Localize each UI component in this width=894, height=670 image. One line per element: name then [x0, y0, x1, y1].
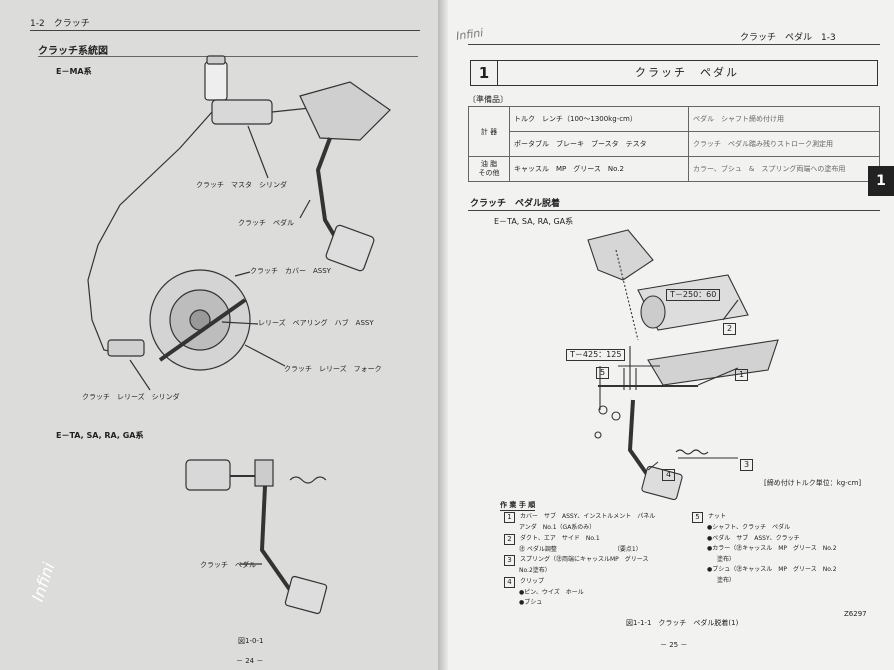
pedal-exploded-diagram	[587, 229, 779, 500]
right-page-header: クラッチ ペダル 1-3	[740, 33, 836, 43]
step-row: ●ピン、ウイズ ホール	[519, 588, 584, 596]
removal-title: クラッチ ペダル脱着	[470, 199, 561, 209]
label-clutch-pedal-2: クラッチ ペダル	[200, 561, 256, 569]
label-release-fork: クラッチ レリーズ フォーク	[284, 365, 382, 373]
prep-item-cell: ポータブル ブレーキ ブースタ テスタ	[509, 131, 689, 157]
prep-use-cell: カラー、ブシュ & スプリング両端への塗布用	[688, 156, 880, 182]
step-row: アンダ No.1（GA系のみ）	[519, 524, 596, 531]
prep-item-cell: トルク レンチ（100〜1300kg-cm）	[509, 106, 689, 132]
steps-title: 作 業 手 順	[500, 501, 536, 511]
book-gutter	[438, 0, 448, 670]
left-page-header: 1-2 クラッチ	[30, 19, 90, 29]
prep-group-cell: 計 器	[468, 106, 510, 157]
step-row: 塗布）	[717, 576, 736, 584]
removal-subsection: E－TA, SA, RA, GA系	[494, 217, 574, 226]
prep-item-cell: キャッスル MP グリース No.2	[509, 156, 689, 182]
chapter-number: 1	[471, 61, 498, 85]
torque-callout-1: T－250：60	[666, 282, 721, 301]
prep-use-cell: クラッチ ペダル踏み残りストローク測定用	[688, 131, 880, 157]
right-page-number: － 25 －	[660, 641, 688, 649]
label-master-cylinder: クラッチ マスタ シリンダ	[196, 181, 287, 189]
left-page: 1-2 クラッチ クラッチ系統図 E－MA系	[0, 0, 438, 670]
table-row: 計 器 トルク レンチ（100〜1300kg-cm） ペダル シャフト締め付け用	[468, 106, 880, 157]
step-row: ㊟ ペダル調整 （要点1）	[519, 545, 642, 553]
clutch-system-diagram	[87, 55, 391, 391]
table-row: 油 脂 その他 キャッスル MP グリース No.2 カラー、ブシュ & スプリ…	[468, 156, 880, 182]
chapter-title-box: 1 クラッチ ペダル	[470, 60, 878, 86]
clutch-pedal-diagram	[185, 459, 328, 615]
prep-label: 〔準備品〕	[468, 95, 508, 104]
subsection-ema: E－MA系	[56, 67, 92, 76]
step-row: ●カラー（㊟キャッスル MP グリース No.2	[707, 545, 837, 552]
callout-5: 5	[596, 360, 610, 379]
prep-group-cell: 油 脂 その他	[468, 156, 510, 182]
label-release-cylinder: クラッチ レリーズ シリンダ	[82, 393, 180, 401]
torque-callout-2: T－425：125	[566, 342, 626, 361]
prep-use-cell: ペダル シャフト締め付け用	[688, 106, 880, 132]
step-row: ●ペダル サブ ASSY、クラッチ	[707, 534, 800, 542]
callout-3: 3	[740, 452, 754, 471]
figure-code: Z6297	[844, 610, 867, 618]
step-row: No.2塗布）	[519, 567, 551, 574]
prep-table: 計 器 トルク レンチ（100〜1300kg-cm） ペダル シャフト締め付け用…	[468, 106, 880, 182]
label-clutch-pedal: クラッチ ペダル	[238, 219, 294, 227]
callout-4: 4	[662, 462, 676, 481]
left-figure-number: 図1-0-1	[238, 637, 264, 645]
label-clutch-cover: クラッチ カバー ASSY	[250, 267, 331, 275]
step-row: ●シャフト、クラッチ ペダル	[707, 524, 791, 531]
callout-2: 2	[723, 316, 737, 335]
step-row: 塗布）	[717, 555, 736, 563]
section-title: クラッチ系統図	[38, 46, 108, 57]
step-row: ●ブシュ	[519, 599, 543, 606]
chapter-title: クラッチ ペダル	[635, 66, 739, 79]
subsection-ta-sa-ra-ga: E－TA, SA, RA, GA系	[56, 431, 144, 440]
table-row: ポータブル ブレーキ ブースタ テスタ クラッチ ペダル踏み残りストローク測定用	[469, 131, 880, 157]
torque-unit-note: [締め付けトルク単位：kg-cm]	[764, 479, 862, 487]
watermark-text: Infini	[455, 26, 485, 43]
step-row: ●ブシュ（㊟キャッスル MP グリース No.2	[707, 566, 837, 573]
right-page: Infini クラッチ ペダル 1-3 1 クラッチ ペダル 〔準備品〕 計 器…	[448, 0, 894, 670]
left-page-number: － 24 －	[236, 657, 264, 665]
label-release-bearing: レリーズ ベアリング ハブ ASSY	[258, 319, 374, 327]
right-figure-caption: 図1-1-1 クラッチ ペダル脱着(1)	[626, 619, 739, 627]
chapter-side-tab: 1	[868, 166, 894, 196]
callout-1: 1	[735, 362, 749, 381]
